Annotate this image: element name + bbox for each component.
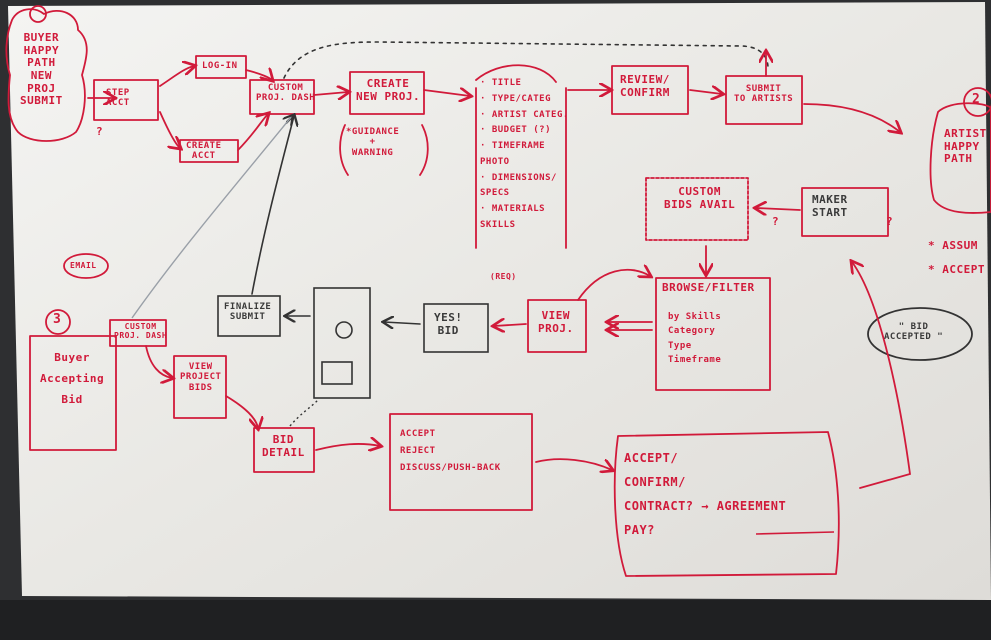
email-ellipse: [63, 253, 109, 279]
maker-start-box: [801, 187, 889, 237]
form-fields-list: · Title· Type/Categ· Artist Categ.· Budg…: [480, 78, 569, 230]
finalize-submit-label: FinalizeSubmit: [224, 302, 272, 323]
custom-dash-top-box: [249, 79, 315, 115]
arrow-create-form: [423, 90, 470, 96]
dotted-line-detail: [289, 399, 319, 427]
question-mark-a: ?: [96, 125, 104, 138]
arrow-acct-login: [159, 66, 194, 87]
view-project-bids-label: ViewProjectBids: [180, 362, 222, 393]
arrow-submit-artist: [803, 103, 900, 132]
bid-accepted-ellipse: [867, 307, 973, 361]
maker-start-label: MakerStart: [812, 193, 848, 219]
arrow-create-dash: [237, 114, 268, 151]
question-mark-b: ?: [772, 215, 780, 228]
bottom-tray: [0, 600, 991, 640]
phone-sketch-box: [313, 287, 371, 399]
buyer-happy-path-label: BuyerHappyPathNewProjSubmit: [20, 31, 63, 108]
step-three-circle: [45, 309, 71, 335]
arrow-dash-bids: [145, 345, 172, 378]
guidance-warning-label: *Guidance+Warning: [346, 127, 400, 158]
log-in-label: Log-in: [202, 61, 238, 71]
bid-accepted-label: " BidAccepted ": [884, 322, 944, 343]
view-proj-box: [527, 299, 587, 353]
arrow-review-submit: [689, 90, 722, 94]
custom-dash-top-label: CustomProj. Dash: [256, 83, 316, 104]
view-project-bids-box: [173, 355, 227, 419]
arrow-maker-bids: [756, 208, 801, 210]
buyer-circle: [29, 5, 47, 23]
faint-line-dash: [131, 116, 292, 319]
artist-blob: [929, 102, 991, 214]
image-placeholder-icon: [321, 361, 353, 385]
arrow-dash-create: [313, 92, 348, 95]
accept-reject-label: AcceptRejectDiscuss/Push-Back: [400, 429, 501, 474]
arrow-detail-accept: [315, 444, 380, 450]
clock-icon: [335, 321, 353, 339]
form-bracket: [475, 64, 567, 249]
guidance-bracket: [339, 124, 429, 176]
browse-filter-box: [655, 277, 771, 391]
question-mark-c: ?: [886, 215, 894, 228]
underline-agreement: [755, 531, 835, 535]
arrow-confirm-maker: [852, 262, 911, 489]
bid-detail-box: [253, 427, 315, 473]
req-note: (Req): [490, 272, 517, 281]
custom-bids-box: [645, 177, 749, 241]
submit-artists-label: Submitto Artists: [734, 84, 794, 105]
artist-happy-path-label: ArtistHappyPath: [944, 127, 987, 166]
view-proj-label: ViewProj.: [538, 309, 574, 335]
create-acct-box: [179, 139, 239, 163]
step-three-label: 3: [53, 312, 62, 327]
custom-bids-label: CustomBids Avail: [664, 185, 736, 211]
arrow-bids-detail: [225, 395, 258, 428]
review-confirm-label: Review/Confirm: [620, 73, 670, 99]
yes-bid-label: Yes!Bid: [434, 311, 463, 337]
accept-confirm-label: Accept/Confirm/Contract? → AgreementPay?: [624, 451, 787, 537]
email-note: Email: [70, 261, 97, 270]
create-acct-label: CreateAcct: [186, 141, 222, 162]
arrow-login-dash: [245, 70, 272, 80]
step-acct-box: [93, 79, 159, 121]
bid-detail-label: BidDetail: [262, 433, 305, 459]
create-new-proj-label: CreateNew Proj.: [356, 77, 421, 103]
arrow-accept-confirm: [535, 458, 612, 470]
arrow-view-browse-curve: [577, 270, 650, 301]
custom-dash-bottom-box: [109, 319, 167, 347]
accept-reject-box: [389, 413, 533, 511]
step-acct-label: StepAcct: [106, 88, 130, 109]
custom-dash-bottom-label: CustomProj. Dash: [114, 322, 168, 341]
arrow-acct-create: [159, 111, 180, 148]
accept-confirm-box: [613, 431, 840, 577]
arrow-yes-phone: [384, 322, 421, 324]
step-two-label: 2: [972, 92, 981, 107]
arrow-view-yes: [494, 324, 527, 326]
buyer-blob: [5, 8, 88, 142]
buyer-accepting-box: [29, 335, 117, 451]
finalize-submit-box: [217, 295, 281, 337]
assump-note: * Assum: [928, 239, 978, 252]
accept-note: * Accept: [928, 263, 985, 276]
browse-filter-title: Browse/Filter: [662, 281, 755, 294]
yes-bid-box: [423, 303, 489, 353]
arrow-finalize-dash: [251, 116, 294, 295]
step-two-circle: [963, 87, 991, 117]
